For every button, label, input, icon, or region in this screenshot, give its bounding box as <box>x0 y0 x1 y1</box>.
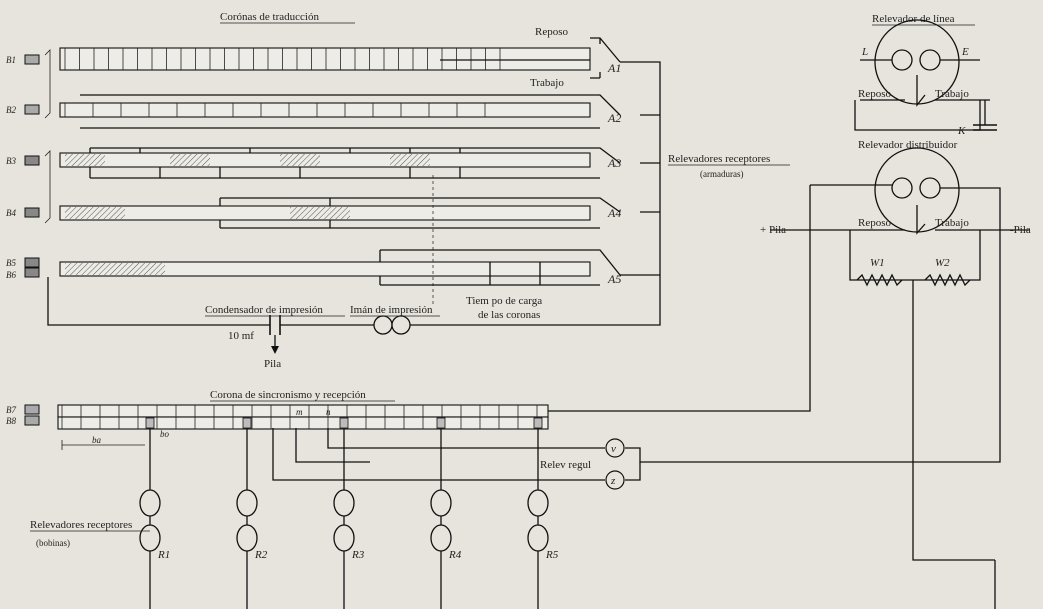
sync-bar-bottom <box>57 416 549 430</box>
label-a1: A1 <box>607 61 621 75</box>
switch-a5: A5 <box>590 249 621 286</box>
reposo-linea-label: Reposo <box>858 88 892 100</box>
b8-terminal <box>24 415 40 426</box>
coil-icon <box>139 524 161 552</box>
k-label: K <box>957 125 966 137</box>
switch-a3: A3 <box>590 147 621 179</box>
switch-a4: A4 <box>590 197 621 229</box>
bobinas-subtitle: (bobinas) <box>36 538 70 548</box>
iman-label: Imán de impresión <box>350 304 433 316</box>
corona-sincronismo: Corona de sincronismo y recepción B7 B8 … <box>6 185 1001 490</box>
tiempo-label-1: Tiem po de carga <box>466 295 542 307</box>
coil-icon <box>430 524 452 552</box>
coil-icon <box>236 524 258 552</box>
relevador-distribuidor-title: Relevador distribuidor <box>858 139 958 151</box>
meter-v-label: v <box>611 443 616 455</box>
w1-label: W1 <box>870 257 885 269</box>
r2-label: R2 <box>254 549 268 561</box>
coronas-traduccion: Corónas de traducción <box>59 11 790 305</box>
label-a4: A4 <box>607 206 621 220</box>
coronas-traduccion-title: Corónas de traducción <box>220 11 319 23</box>
relev-regul-label: Relev regul <box>540 459 591 471</box>
label-a5: A5 <box>607 272 621 286</box>
trabajo-top-label: Trabajo <box>530 77 564 89</box>
b2-terminal <box>24 104 40 115</box>
pila-minus-label: -Pila <box>1010 224 1031 236</box>
crown-bar-3 <box>59 152 591 168</box>
b3-label: B3 <box>6 156 16 166</box>
coil-icon <box>236 489 258 517</box>
brush-2 <box>242 417 252 429</box>
meter-v-icon <box>605 438 625 458</box>
distance-b-label: bo <box>160 429 170 439</box>
tiempo-label-2: de las coronas <box>478 309 540 321</box>
reposo-top-label: Reposo <box>535 26 569 38</box>
meter-z-icon <box>605 470 625 490</box>
r5-label: R5 <box>545 549 559 561</box>
coil-icon <box>527 524 549 552</box>
b1-terminal <box>24 54 40 65</box>
r3-label: R3 <box>351 549 365 561</box>
capacitance-label: 10 mf <box>228 330 254 342</box>
condensador-label: Condensador de impresión <box>205 304 323 316</box>
armaduras-label: (armaduras) <box>700 169 743 179</box>
b2-label: B2 <box>6 105 16 115</box>
switch-a2: A2 <box>590 94 621 129</box>
switch-a1: A1 <box>590 37 621 79</box>
b7-label: B7 <box>6 405 16 415</box>
pila-plus-label: + Pila <box>760 224 786 236</box>
r1-label: R1 <box>157 549 170 561</box>
w2-label: W2 <box>935 257 950 269</box>
label-a2: A2 <box>607 111 621 125</box>
r4-label: R4 <box>448 549 462 561</box>
iman-coil-icon-a <box>373 315 393 335</box>
printing-circuit: Condensador de impresión 10 mf Pila Imán… <box>47 275 661 370</box>
relevadores-receptores-title: Relevadores receptores <box>668 153 770 165</box>
b1-label: B1 <box>6 55 16 65</box>
b6-label: B6 <box>6 270 16 280</box>
crown-bar-1 <box>59 47 591 71</box>
b3-terminal <box>24 155 40 166</box>
b7-terminal <box>24 404 40 415</box>
brush-5 <box>533 417 543 429</box>
bobinas-title: Relevadores receptores <box>30 519 132 531</box>
b5-label: B5 <box>6 258 16 268</box>
coil-icon <box>430 489 452 517</box>
coil-icon <box>333 524 355 552</box>
crown-bar-5 <box>59 261 591 277</box>
m-label: m <box>296 407 303 417</box>
e-label: E <box>961 46 969 58</box>
sync-bar-top <box>57 404 549 418</box>
trabajo-linea-label: Trabajo <box>935 88 969 100</box>
b-terminals: B1 B2 B3 B4 B5 B6 <box>6 49 51 280</box>
corona-sincronismo-title: Corona de sincronismo y recepción <box>210 389 366 401</box>
brush-1 <box>145 417 155 429</box>
b4-label: B4 <box>6 208 16 218</box>
l-label: L <box>861 46 868 58</box>
relevador-distribuidor: Relevador distribuidor Reposo Trabajo + … <box>760 139 1031 561</box>
relevador-linea-title: Relevador de línea <box>872 13 955 25</box>
brush-4 <box>436 417 446 429</box>
iman-coil-icon-b <box>391 315 411 335</box>
reposo-dist-label: Reposo <box>858 217 892 229</box>
coil-icon <box>527 489 549 517</box>
distance-a-label: ba <box>92 435 102 445</box>
pila-bottom-label: Pila <box>264 358 281 370</box>
coil-icon <box>333 489 355 517</box>
b5-terminal <box>24 257 40 268</box>
meter-z-label: z <box>610 475 616 487</box>
relevador-linea: Relevador de línea L E Reposo Trabajo K <box>854 13 997 137</box>
coil-icon <box>139 489 161 517</box>
b8-label: B8 <box>6 416 16 426</box>
b4-terminal <box>24 207 40 218</box>
crown-bar-2 <box>59 102 591 118</box>
trabajo-dist-label: Trabajo <box>935 217 969 229</box>
n-label: n <box>326 407 331 417</box>
relevadores-bobinas: Relevadores receptores (bobinas) R1 R2 R… <box>30 489 996 609</box>
label-a3: A3 <box>607 156 621 170</box>
b6-terminal <box>24 267 40 278</box>
brush-3 <box>339 417 349 429</box>
